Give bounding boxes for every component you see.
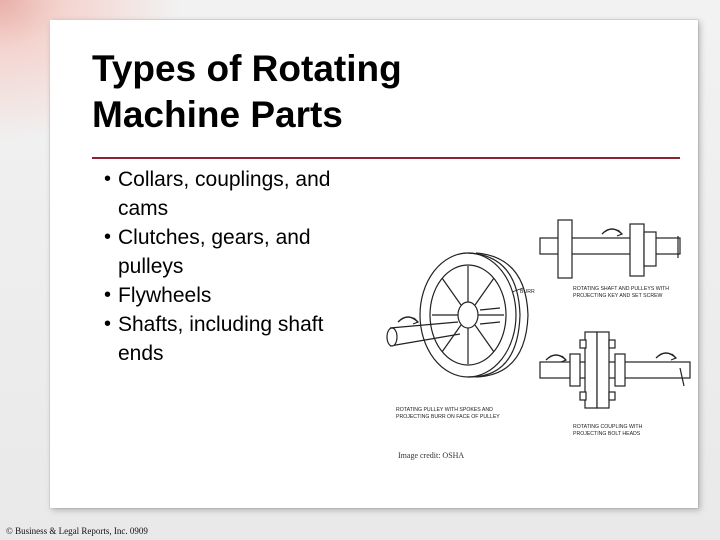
pulley-caption-line-1: ROTATING PULLEY WITH SPOKES AND bbox=[396, 407, 493, 413]
slide-title-line-2: Machine Parts bbox=[92, 94, 343, 135]
shaft-caption-line-2: PROJECTING KEY AND SET SCREW bbox=[573, 293, 663, 299]
bullet-dot-icon: • bbox=[104, 226, 112, 248]
bolt-coupling-drawing bbox=[539, 331, 691, 409]
bullet-dot-icon: • bbox=[104, 284, 112, 306]
rotating-parts-illustration: BURR ROTATING SHAFT AND PULLEYS WITH PRO… bbox=[386, 219, 691, 437]
bullet-dot-icon: • bbox=[104, 313, 112, 335]
bullet-item: • Shafts, including shaft ends bbox=[104, 310, 374, 368]
bullet-item: • Clutches, gears, and pulleys bbox=[104, 223, 374, 281]
bullet-text: Shafts, including shaft ends bbox=[118, 313, 324, 365]
bullet-list: • Collars, couplings, and cams • Clutches,… bbox=[104, 165, 374, 368]
coupling-caption-line-2: PROJECTING BOLT HEADS bbox=[573, 431, 641, 437]
image-credit: Image credit: OSHA bbox=[398, 451, 465, 460]
shaft-caption-line-1: ROTATING SHAFT AND PULLEYS WITH bbox=[573, 286, 669, 292]
slide-title: Types of Rotating Machine Parts bbox=[92, 46, 652, 138]
bullet-item: • Flywheels bbox=[104, 281, 374, 310]
bullet-text: Flywheels bbox=[118, 284, 212, 307]
burr-label: BURR bbox=[520, 289, 535, 295]
slide-title-line-1: Types of Rotating bbox=[92, 48, 402, 89]
title-divider bbox=[92, 157, 680, 159]
bullet-item: • Collars, couplings, and cams bbox=[104, 165, 374, 223]
spoked-pulley-drawing bbox=[386, 252, 529, 378]
pulley-caption-line-2: PROJECTING BURR ON FACE OF PULLEY bbox=[396, 414, 500, 420]
coupling-caption-line-1: ROTATING COUPLING WITH bbox=[573, 424, 643, 430]
shaft-pulleys-drawing bbox=[539, 219, 681, 279]
footer-copyright: © Business & Legal Reports, Inc. 0909 bbox=[6, 526, 148, 536]
bullet-text: Clutches, gears, and pulleys bbox=[118, 226, 311, 278]
slide-panel bbox=[50, 20, 698, 508]
bullet-text: Collars, couplings, and cams bbox=[118, 168, 331, 220]
bullet-dot-icon: • bbox=[104, 168, 112, 190]
